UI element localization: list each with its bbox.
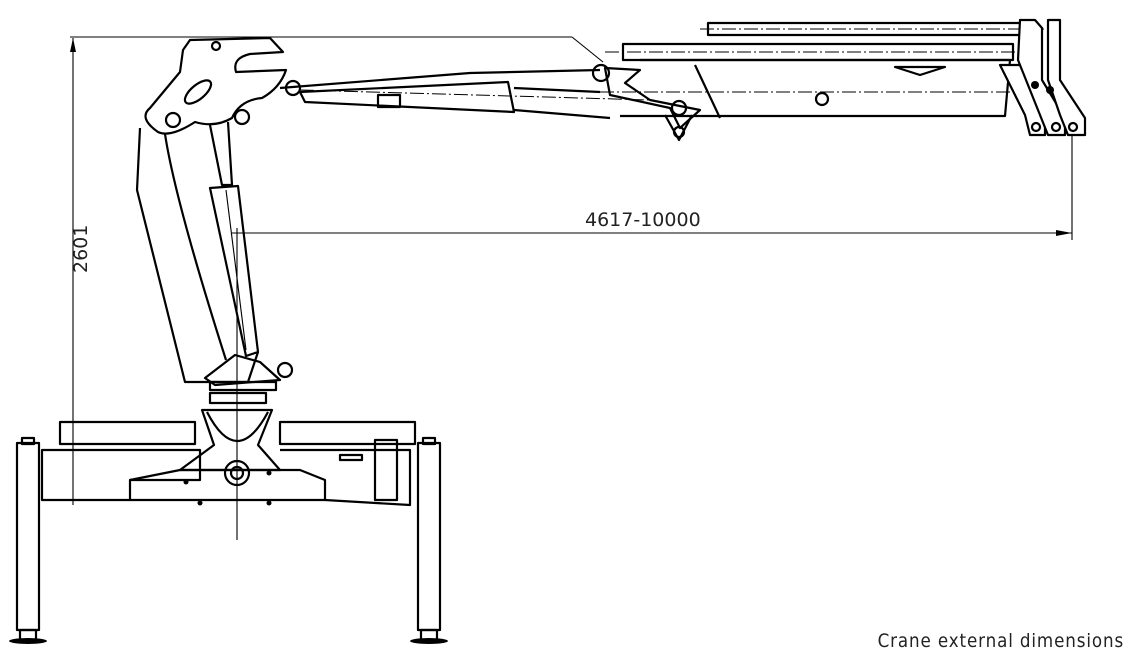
reach-dimension-label: 4617-10000 — [585, 209, 701, 231]
inner-boom — [279, 63, 721, 142]
slew-cylinder — [298, 80, 651, 114]
extension-boom — [600, 21, 1060, 118]
height-dimension: 2601 — [70, 36, 604, 505]
crane-column — [135, 127, 260, 384]
right-stabilizer-leg — [410, 436, 448, 644]
reach-dimension: 4617-10000 — [232, 133, 1073, 540]
left-stabilizer-leg — [9, 436, 47, 644]
height-dimension-label: 2601 — [70, 225, 92, 273]
drawing-caption: Crane external dimensions — [877, 630, 1124, 652]
lift-cylinder — [203, 121, 294, 387]
base-frame — [40, 420, 417, 507]
boom-knuckle — [144, 36, 302, 135]
boom-head — [998, 18, 1087, 137]
